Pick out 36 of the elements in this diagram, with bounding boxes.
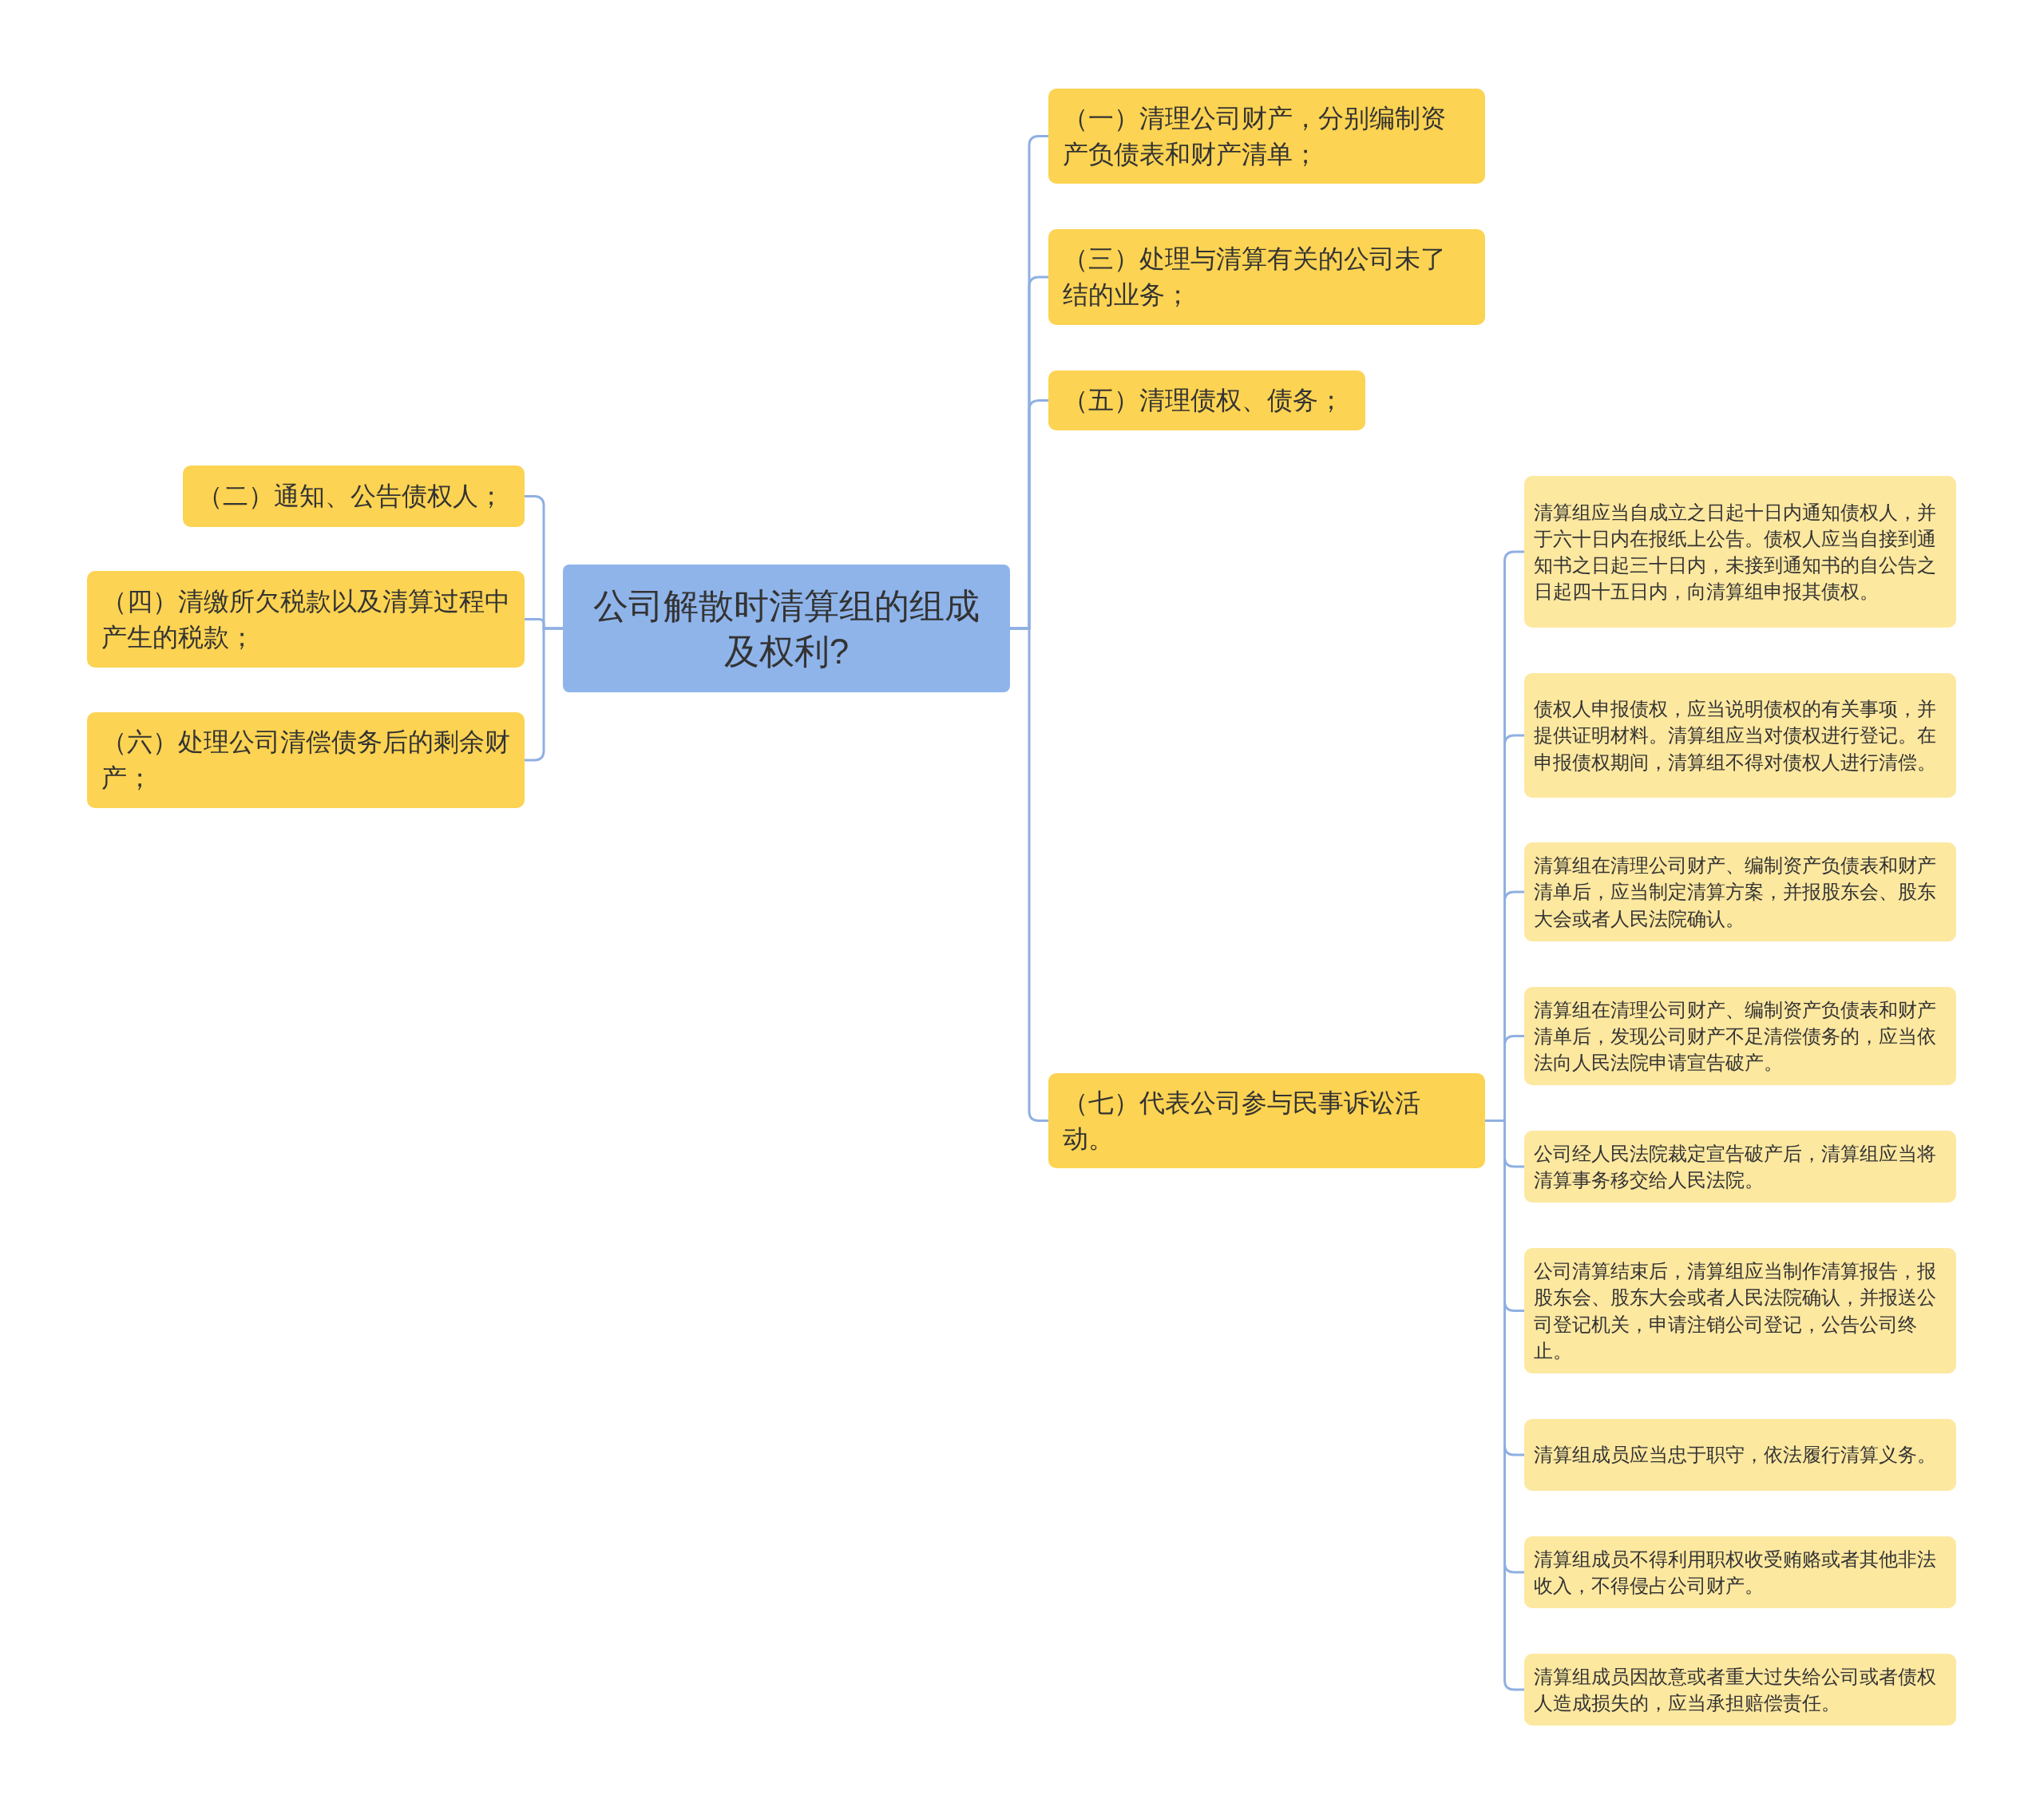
- detail-box: [1524, 1248, 1956, 1373]
- branch-text: （三）处理与清算有关的公司未了结的业务；: [1063, 244, 1447, 311]
- branch-box: [1048, 89, 1485, 184]
- branch-text: （二）通知、公告债权人；: [197, 481, 504, 513]
- detail-box: [1524, 1131, 1956, 1203]
- branch-box: [1048, 1073, 1485, 1168]
- detail-text: 公司经人民法院裁定宣告破产后，清算组应当将清算事务移交给人民法院。: [1534, 1141, 1937, 1192]
- branch-text: （四）清缴所欠税款以及清算过程中产生的税款；: [101, 585, 510, 653]
- detail-box: [1524, 842, 1956, 941]
- branch-text: （六）处理公司清偿债务后的剩余财产；: [101, 727, 510, 794]
- detail-text: 清算组应当自成立之日起十日内通知债权人，并于六十日内在报纸上公告。债权人应当自接到通知书之日起三十日内，未接到通知书的自公告之日起四十五日内，向清算组申报其债权。: [1534, 500, 1937, 604]
- detail-text: 清算组成员应当忠于职守，依法履行清算义务。: [1534, 1443, 1936, 1468]
- branch-box: [1048, 229, 1485, 325]
- detail-text: 清算组在清理公司财产、编制资产负债表和财产清单后，应当制定清算方案，并报股东会、股东大会或者人民法院确认。: [1534, 854, 1937, 931]
- detail-text: 清算组成员因故意或者重大过失给公司或者债权人造成损失的，应当承担赔偿责任。: [1534, 1664, 1937, 1715]
- detail-text: 清算组在清理公司财产、编制资产负债表和财产清单后，发现公司财产不足清偿债务的，应当依法向人民法院申请宣告破产。: [1534, 997, 1937, 1076]
- branch-text: （七）代表公司参与民事诉讼活动。: [1063, 1087, 1421, 1155]
- connector-line: [1010, 627, 1048, 1122]
- detail-box: [1524, 1536, 1956, 1608]
- detail-box: [1524, 987, 1956, 1085]
- detail-box: [1524, 673, 1956, 798]
- branch-box: [1048, 371, 1365, 430]
- branch-box: [87, 712, 525, 808]
- topic-box: [563, 565, 1010, 692]
- detail-text: 公司清算结束后，清算组应当制作清算报告，报股东会、股东大会或者人民法院确认，并报送公司登记机关，申请注销公司登记，公告公司终止。: [1534, 1259, 1937, 1363]
- detail-text: 清算组成员不得利用职权收受贿赂或者其他非法收入，不得侵占公司财产。: [1534, 1547, 1937, 1598]
- branch-text: （一）清理公司财产，分别编制资产负债表和财产清单；: [1063, 102, 1447, 170]
- connector-line: [525, 627, 563, 762]
- detail-box: [1524, 476, 1956, 628]
- detail-text: 债权人申报债权，应当说明债权的有关事项，并提供证明材料。清算组应当对债权进行登记。在申报债权期间，清算组不得对债权人进行清偿。: [1534, 697, 1937, 775]
- detail-box: [1524, 1654, 1956, 1726]
- branch-text: （五）清理债权、债务；: [1063, 385, 1344, 417]
- detail-box: [1524, 1419, 1956, 1491]
- branch-box: [183, 466, 525, 527]
- branch-box: [87, 571, 525, 668]
- topic-title: 公司解散时清算组的组成及权利?: [592, 585, 980, 672]
